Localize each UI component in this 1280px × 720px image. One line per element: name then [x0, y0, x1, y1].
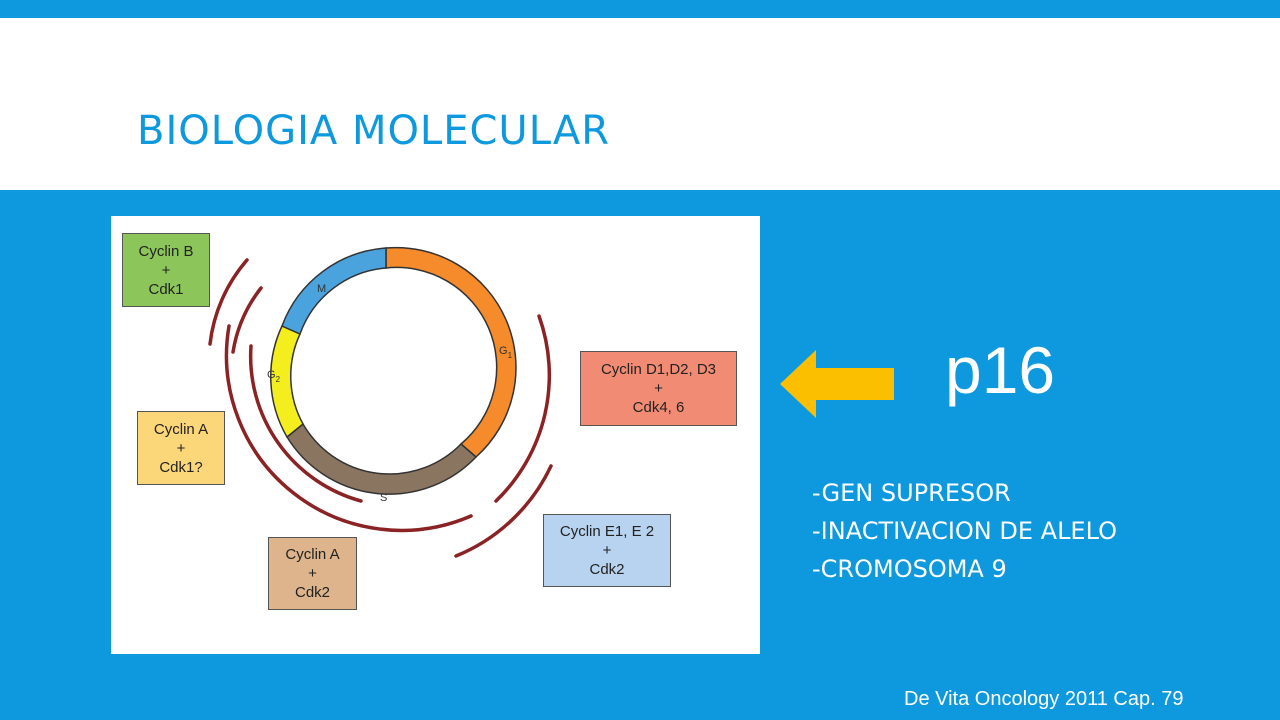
- cyclin-e-cdk2-box: Cyclin E1, E 2 + Cdk2: [543, 514, 671, 587]
- phase-label-g1-letter: G: [499, 345, 508, 357]
- box-line: Cyclin A: [285, 546, 340, 563]
- top-accent-bar: [0, 0, 1280, 18]
- arc-cyclin-d: [494, 314, 552, 503]
- phase-label-g2-letter: G: [267, 369, 276, 381]
- cyclin-a-cdk2-box: Cyclin A + Cdk2: [268, 537, 357, 610]
- box-line: +: [176, 439, 186, 457]
- list-item: -CROMOSOMA 9: [812, 555, 1007, 583]
- list-item: -GEN SUPRESOR: [812, 479, 1011, 507]
- phase-label-g1: G1: [499, 345, 513, 360]
- box-line: Cyclin A: [153, 420, 209, 438]
- box-line: +: [654, 380, 663, 397]
- box-line: Cyclin E1, E 2: [559, 523, 655, 540]
- phase-label-g2: G2: [267, 369, 281, 384]
- box-line: Cyclin D1,D2, D3: [600, 361, 717, 378]
- arc-cyclin-e: [454, 464, 553, 558]
- box-line: +: [161, 261, 171, 279]
- arc-cyclin-a-inner: [248, 344, 363, 503]
- cyclin-b-cdk1-box: Cyclin B + Cdk1: [122, 233, 210, 307]
- gene-label: p16: [945, 333, 1056, 407]
- cyclin-d-cdk4-6-box: Cyclin D1,D2, D3 + Cdk4, 6: [580, 351, 737, 426]
- arc-cyclin-b-outer: [208, 258, 249, 346]
- arc-cyclin-b-inner: [231, 286, 263, 354]
- arc-cyclin-a-long: [224, 324, 473, 533]
- cyclin-a-cdk1-box: Cyclin A + Cdk1?: [137, 411, 225, 485]
- phase-label-g2-sub: 2: [276, 375, 281, 384]
- feature-list: -GEN SUPRESOR -INACTIVACION DE ALELO -CR…: [812, 474, 1117, 588]
- phase-segment-g1: [385, 246, 517, 458]
- box-line: Cdk4, 6: [632, 399, 685, 416]
- box-line: +: [602, 542, 612, 559]
- box-line: +: [308, 565, 317, 582]
- phase-segment-s: [286, 422, 478, 495]
- box-line: Cdk1?: [159, 458, 203, 476]
- citation: De Vita Oncology 2011 Cap. 79: [904, 688, 1184, 710]
- cell-cycle-diagram: M G1 G2 S Cyclin B + Cdk1 Cyclin A + Cdk…: [111, 216, 760, 654]
- box-line: Cyclin B: [138, 242, 194, 260]
- phase-label-g1-sub: 1: [508, 351, 513, 360]
- cell-cycle-drawing: M G1 G2 S: [208, 246, 553, 558]
- phase-label-m: M: [317, 283, 326, 295]
- phase-segment-m: [281, 247, 387, 336]
- page-title: BIOLOGIA MOLECULAR: [137, 108, 611, 154]
- phase-label-s: S: [380, 492, 387, 504]
- box-line: Cdk1: [148, 280, 184, 298]
- box-line: Cdk2: [294, 584, 331, 601]
- header-band: [0, 18, 1280, 190]
- arrow-left-icon: [780, 350, 894, 418]
- box-line: Cdk2: [589, 561, 625, 578]
- list-item: -INACTIVACION DE ALELO: [812, 517, 1118, 545]
